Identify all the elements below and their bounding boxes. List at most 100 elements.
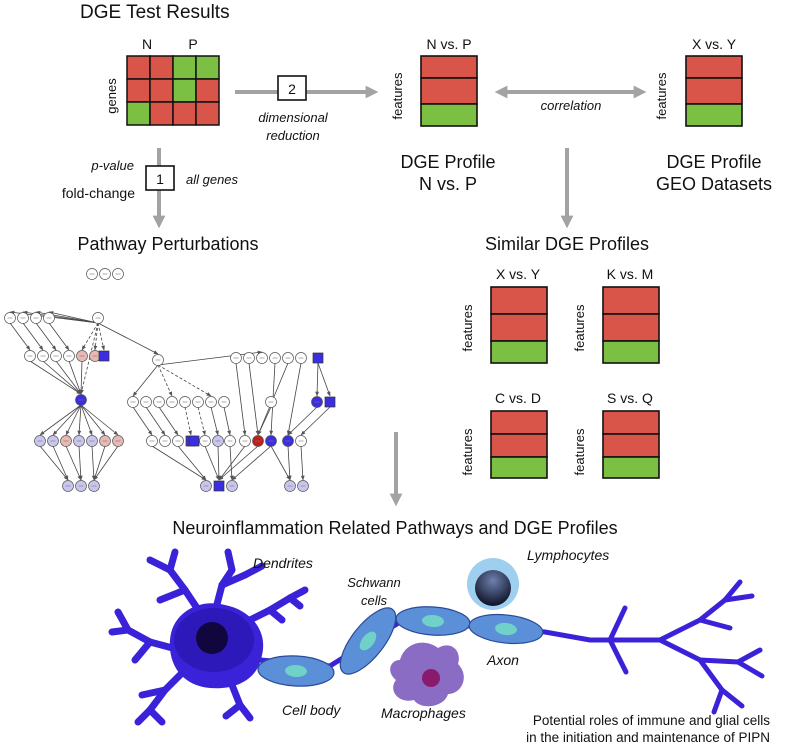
pathway-edge bbox=[80, 404, 93, 436]
similar-profile-cd: C vs. D features bbox=[460, 390, 548, 479]
lymphocyte bbox=[467, 558, 519, 610]
pathway-edge bbox=[145, 406, 166, 436]
profile-np-header: N vs. P bbox=[426, 36, 471, 52]
pathway-edge bbox=[132, 364, 159, 397]
pathway-edge bbox=[270, 445, 291, 481]
step1-foldchange: fold-change bbox=[62, 185, 135, 201]
pathway-edge bbox=[80, 404, 106, 436]
pathway-edge bbox=[9, 322, 31, 351]
pathway-edge bbox=[287, 445, 292, 481]
profile-np-caption-line1: DGE Profile bbox=[400, 152, 495, 172]
pathway-edge bbox=[315, 362, 320, 397]
similar-profile-header: S vs. Q bbox=[607, 390, 653, 406]
matrix-cell bbox=[172, 55, 197, 80]
pathway-edge bbox=[257, 406, 272, 436]
pathway-edge bbox=[39, 445, 69, 481]
profile-np-caption-line2: N vs. P bbox=[419, 174, 477, 194]
schwann-cell bbox=[257, 655, 335, 687]
pathway-edge bbox=[235, 362, 247, 436]
matrix-cell bbox=[195, 101, 220, 126]
pathway-node bbox=[98, 350, 110, 362]
profile-geo-caption-line1: DGE Profile bbox=[666, 152, 761, 172]
schwann-cells bbox=[257, 606, 544, 687]
pathway-edge bbox=[91, 445, 96, 481]
pathway-edge bbox=[52, 445, 69, 481]
matrix-cell bbox=[149, 78, 174, 103]
pathway-edge bbox=[157, 364, 212, 397]
pathway-edge bbox=[286, 362, 302, 436]
matrix-cell bbox=[126, 55, 151, 80]
pathway-edge bbox=[93, 445, 106, 481]
pathway-edge bbox=[210, 406, 219, 436]
pathway-edge bbox=[80, 404, 119, 436]
matrix-cell bbox=[149, 55, 174, 80]
gene-expression-matrix bbox=[126, 55, 220, 126]
label-dendrites: Dendrites bbox=[253, 555, 313, 571]
profile-geo-caption-line2: GEO Datasets bbox=[656, 174, 772, 194]
schwann-cell bbox=[395, 606, 471, 636]
footnote-line1: Potential roles of immune and glial cell… bbox=[533, 713, 770, 728]
step2-label-line1: dimensional bbox=[258, 110, 328, 125]
step1-box bbox=[145, 165, 175, 191]
matrix-col-p: P bbox=[188, 36, 197, 52]
matrix-col-n: N bbox=[142, 36, 152, 52]
similar-profile-header: C vs. D bbox=[495, 390, 541, 406]
similar-profile-axis: features bbox=[460, 304, 475, 351]
pathway-edge bbox=[65, 445, 82, 481]
similar-profile-axis: features bbox=[572, 428, 587, 475]
pathway-edge bbox=[229, 445, 234, 481]
profile-geo-bar bbox=[685, 55, 743, 127]
similar-dge-profiles-title: Similar DGE Profiles bbox=[485, 234, 649, 254]
label-lymphocytes: Lymphocytes bbox=[527, 547, 609, 563]
pathway-node bbox=[324, 396, 336, 408]
neuro-title: Neuroinflammation Related Pathways and D… bbox=[172, 518, 617, 538]
pathway-edge bbox=[300, 445, 305, 481]
profile-geo-axis: features bbox=[654, 72, 669, 119]
step1-number: 1 bbox=[156, 171, 164, 187]
pathway-edge bbox=[29, 360, 82, 395]
pathway-edge bbox=[68, 360, 82, 395]
matrix-cell bbox=[126, 78, 151, 103]
pathway-edge bbox=[158, 406, 179, 436]
footnote-line2: in the initiation and maintenance of PIP… bbox=[526, 730, 770, 745]
pathway-edge bbox=[218, 445, 246, 481]
pathway-edge bbox=[197, 406, 206, 436]
schwann-cell bbox=[468, 613, 544, 645]
pathway-edge bbox=[93, 322, 99, 351]
step2-number: 2 bbox=[288, 81, 296, 97]
pathway-edge bbox=[132, 406, 153, 436]
step2-box bbox=[277, 75, 307, 101]
matrix-cell bbox=[195, 78, 220, 103]
pathway-edge bbox=[48, 311, 99, 324]
matrix-cell bbox=[172, 78, 197, 103]
profile-np-bar bbox=[420, 55, 478, 127]
pathway-edge bbox=[157, 364, 173, 397]
profile-np-axis: features bbox=[390, 72, 405, 119]
similar-profile-axis: features bbox=[460, 428, 475, 475]
pathway-edge bbox=[218, 445, 259, 481]
pathway-edge bbox=[223, 406, 231, 436]
label-cell-body: Cell body bbox=[282, 702, 341, 718]
correlation-label: correlation bbox=[541, 98, 602, 113]
pathway-perturbations-title: Pathway Perturbations bbox=[77, 234, 258, 254]
pathway-edge bbox=[77, 404, 82, 436]
dge-test-results-title: DGE Test Results bbox=[80, 2, 230, 23]
label-schwann-line2: cells bbox=[361, 593, 388, 608]
macrophage-nucleus bbox=[422, 669, 440, 687]
pathway-edge bbox=[287, 406, 318, 436]
pathway-edge bbox=[231, 445, 272, 481]
pathway-node bbox=[188, 435, 200, 447]
profile-geo-header: X vs. Y bbox=[692, 36, 737, 52]
schwann-cell bbox=[339, 607, 397, 675]
pathway-edge bbox=[151, 445, 207, 481]
pathway-edge bbox=[42, 360, 82, 395]
matrix-cell bbox=[126, 101, 151, 126]
pathway-edge bbox=[204, 445, 220, 481]
pathway-edge bbox=[80, 322, 99, 395]
pathway-edge bbox=[300, 406, 331, 436]
similar-profile-sq: S vs. Q features bbox=[572, 390, 660, 479]
pathway-edge bbox=[22, 322, 44, 351]
pathway-network bbox=[4, 268, 336, 492]
label-axon: Axon bbox=[486, 652, 519, 668]
